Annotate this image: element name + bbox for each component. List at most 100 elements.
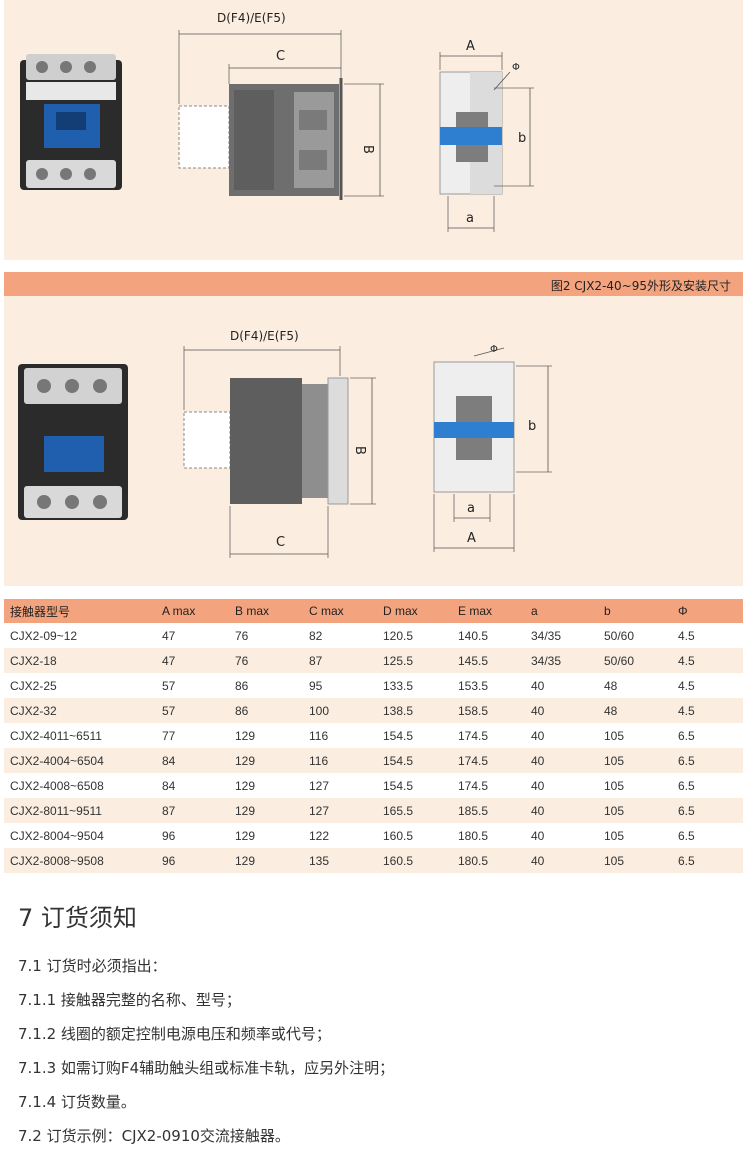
table-cell: 6.5: [678, 828, 695, 843]
table-cell: 40: [531, 853, 545, 868]
table-cell: CJX2-4008~6508: [10, 778, 104, 793]
table-cell: 96: [162, 853, 176, 868]
table-cell: 133.5: [383, 678, 414, 693]
header-model: 接触器型号: [10, 604, 71, 619]
figure2-caption-band: 图2 CJX2-40~95外形及安装尺寸: [4, 272, 743, 298]
table-cell: 185.5: [458, 803, 489, 818]
table-cell: 87: [309, 653, 323, 668]
table-cell: 116: [309, 728, 329, 743]
table-cell: 47: [162, 653, 176, 668]
table-cell: 105: [604, 728, 625, 743]
header-b: b: [604, 604, 611, 618]
fig2-dim-c: C: [276, 535, 285, 550]
header-phi: Φ: [678, 604, 688, 618]
table-cell: 105: [604, 753, 625, 768]
table-cell: 34/35: [531, 628, 562, 643]
figure2-caption: 图2 CJX2-40~95外形及安装尺寸: [550, 279, 731, 293]
table-cell: 105: [604, 853, 625, 868]
table-cell: 145.5: [458, 653, 489, 668]
table-cell: 129: [235, 828, 256, 843]
table-cell: 86: [235, 703, 249, 718]
table-cell: 120.5: [383, 628, 414, 643]
table-cell: 84: [162, 753, 176, 768]
fig1-dim-c: C: [276, 49, 285, 64]
fig2-dim-a-upper: A: [467, 531, 476, 546]
fig2-dim-b-lower: b: [528, 419, 536, 434]
fig1-dim-b-lower: b: [518, 131, 526, 146]
table-cell: 40: [531, 703, 545, 718]
table-cell: 180.5: [458, 853, 489, 868]
order-item-7-1: 7.1 订货时必须指出：: [18, 957, 167, 975]
order-item-7-2: 7.2 订货示例：CJX2-0910交流接触器。: [18, 1127, 290, 1145]
table-cell: 57: [162, 678, 176, 693]
table-cell: 84: [162, 778, 176, 793]
table-cell: CJX2-8011~9511: [10, 803, 102, 818]
table-cell: 158.5: [458, 703, 489, 718]
table-cell: 129: [235, 853, 256, 868]
table-cell: 140.5: [458, 628, 489, 643]
table-cell: CJX2-8008~9508: [10, 853, 104, 868]
table-cell: 154.5: [383, 728, 414, 743]
side-view: [178, 30, 384, 200]
table-cell: 105: [604, 803, 625, 818]
fig2-dim-phi: Φ: [490, 344, 498, 355]
table-cell: 154.5: [383, 753, 414, 768]
header-a-max: A max: [162, 604, 196, 618]
header-e-max: E max: [458, 604, 493, 618]
table-cell: 160.5: [383, 853, 414, 868]
table-cell: 129: [235, 803, 256, 818]
table-cell: 180.5: [458, 828, 489, 843]
table-cell: 40: [531, 828, 545, 843]
table-cell: 48: [604, 678, 618, 693]
table-cell: 100: [309, 703, 330, 718]
fig2-dim-a-lower: a: [467, 501, 475, 516]
header-a: a: [531, 604, 538, 618]
table-cell: 40: [531, 678, 545, 693]
fig1-dim-b-upper: B: [360, 145, 375, 154]
table-cell: 4.5: [678, 678, 695, 693]
contactor-photo-large: [18, 364, 128, 520]
table-cell: 96: [162, 828, 176, 843]
table-cell: 87: [162, 803, 176, 818]
table-cell: CJX2-09~12: [10, 628, 78, 643]
table-cell: 40: [531, 778, 545, 793]
front-view: [439, 52, 534, 232]
table-cell: 50/60: [604, 628, 635, 643]
order-item-7-1-2: 7.1.2 线圈的额定控制电源电压和频率或代号；: [18, 1025, 331, 1043]
table-cell: 6.5: [678, 803, 695, 818]
table-cell: 129: [235, 778, 256, 793]
table-cell: 154.5: [383, 778, 414, 793]
table-cell: 82: [309, 628, 323, 643]
table-cell: 50/60: [604, 653, 635, 668]
table-cell: 47: [162, 628, 176, 643]
table-cell: 6.5: [678, 778, 695, 793]
fig1-dim-phi: Φ: [512, 62, 520, 73]
table-cell: 174.5: [458, 778, 489, 793]
table-cell: 127: [309, 803, 330, 818]
figure1-panel: D(F4)/E(F5) C B A Φ b a: [4, 0, 743, 260]
order-item-7-1-4: 7.1.4 订货数量。: [18, 1093, 136, 1111]
table-cell: 57: [162, 703, 176, 718]
front-view-2: [433, 347, 552, 552]
table-cell: 174.5: [458, 753, 489, 768]
fig2-dim-b-upper: B: [352, 446, 367, 455]
side-view-2: [183, 346, 376, 558]
header-b-max: B max: [235, 604, 270, 618]
section-title: 7 订货须知: [18, 904, 137, 932]
fig1-dim-a-lower: a: [466, 211, 474, 226]
table-cell: 40: [531, 803, 545, 818]
order-item-7-1-1: 7.1.1 接触器完整的名称、型号；: [18, 991, 241, 1009]
table-cell: 116: [309, 753, 329, 768]
table-cell: 125.5: [383, 653, 414, 668]
table-cell: 48: [604, 703, 618, 718]
table-cell: 6.5: [678, 753, 695, 768]
table-cell: 129: [235, 728, 256, 743]
